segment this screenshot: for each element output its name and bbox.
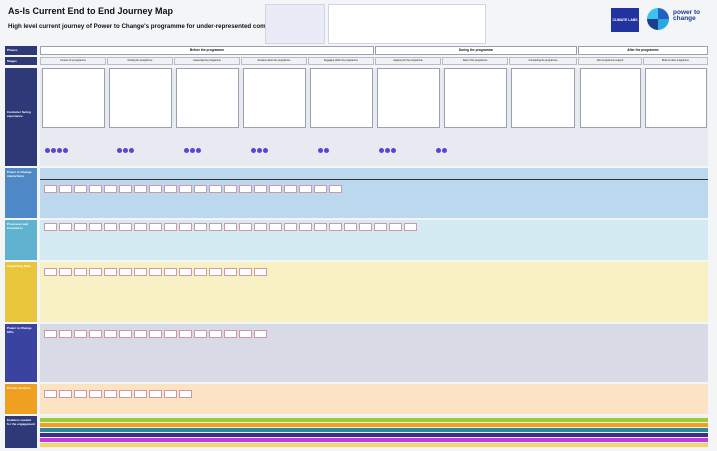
- row-label-kpis: Power to Change KPIs: [5, 324, 37, 382]
- interactions-band: [40, 168, 708, 218]
- stage-2: Finding the programme: [107, 57, 173, 65]
- partner-analysis-band: [40, 384, 708, 414]
- enabler-bar-2: [40, 423, 708, 427]
- stage-7: Start of the programme: [442, 57, 508, 65]
- power-to-change-logo-icon: [647, 8, 669, 30]
- stage-8: Completing the programme: [509, 57, 577, 65]
- kpis-boxes: [44, 330, 704, 338]
- scene-5: [310, 68, 373, 128]
- climate-labs-logo: CLIMATE LABS: [611, 8, 639, 32]
- scene-3: [176, 68, 239, 128]
- scene-10: [645, 68, 707, 128]
- row-label-processes: Processes and Customers: [5, 220, 37, 260]
- enabler-bar-1: [40, 418, 708, 422]
- row-label-enablers: Enablers needed for the engagement: [5, 416, 37, 448]
- enabler-bar-5: [40, 438, 708, 442]
- scene-6: [377, 68, 440, 128]
- stage-1: Context of a programme: [40, 57, 106, 65]
- page-subtitle: High level current journey of Power to C…: [8, 23, 310, 30]
- row-label-interactions: Power to Change interactions: [5, 168, 37, 218]
- phases-label: Phases: [5, 46, 37, 55]
- interactions-boxes: [44, 185, 704, 193]
- pain-point-dots: [44, 140, 704, 158]
- power-to-change-logo-text: power to change: [673, 9, 701, 23]
- scene-9: [580, 68, 641, 128]
- scene-8: [511, 68, 575, 128]
- scene-7: [444, 68, 507, 128]
- stage-6: Applying for the programme: [375, 57, 441, 65]
- supporting-data-boxes: [44, 268, 704, 276]
- enabler-bar-6: [40, 443, 708, 447]
- row-label-supporting-data: Supporting Data: [5, 262, 37, 322]
- page-title: As-Is Current End to End Journey Map: [8, 6, 174, 16]
- stage-9: After programme support: [578, 57, 642, 65]
- scene-1: [42, 68, 105, 128]
- partner-boxes: [44, 390, 704, 398]
- stage-10: Build on after programme: [643, 57, 708, 65]
- interactions-flow-line: [40, 179, 708, 180]
- phase-before: Before the programme: [40, 46, 374, 55]
- intro-note: [265, 4, 325, 44]
- scene-2: [109, 68, 172, 128]
- enabler-bar-4: [40, 433, 708, 437]
- scene-4: [243, 68, 306, 128]
- processes-boxes: [44, 223, 704, 231]
- stages-label: Stages: [5, 57, 37, 65]
- row-label-partner-analysis: Partner Analysis: [5, 384, 37, 414]
- enabler-bar-3: [40, 428, 708, 432]
- stage-4: Decision about the programme: [241, 57, 307, 65]
- row-label-customer-experience: Customer facing experience: [5, 68, 37, 166]
- legend: [328, 4, 486, 44]
- stage-3: Assessing the programme: [174, 57, 240, 65]
- phase-during: During the programme: [375, 46, 577, 55]
- phase-after: After the programme: [578, 46, 708, 55]
- stage-5: Engaging within the programme: [308, 57, 374, 65]
